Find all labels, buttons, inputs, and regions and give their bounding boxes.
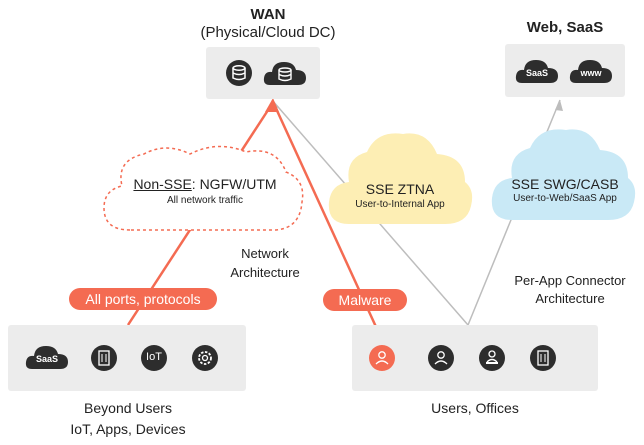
beyond-users-line1: Beyond Users (84, 400, 172, 416)
user-icon (428, 345, 454, 371)
office-building-icon (530, 345, 556, 371)
laptop-user-icon (479, 345, 505, 371)
saas-cloud-label: SaaS (525, 68, 549, 78)
non-sse-title: Non-SSE: NGFW/UTM (115, 176, 295, 192)
non-sse-suffix: : NGFW/UTM (191, 176, 277, 192)
www-cloud-icon: www (568, 56, 614, 91)
perapp-web-arrow (555, 100, 563, 111)
wan-box (206, 47, 320, 99)
user-icon-highlighted (369, 345, 395, 371)
saas-cloud-icon: SaaS (24, 342, 70, 377)
gear-icon (192, 345, 218, 371)
wan-title: WAN (250, 6, 286, 23)
sse-swg-cloud-shape (491, 129, 636, 220)
wan-inbound-arrow (265, 98, 279, 112)
network-arch-line1: Network (241, 246, 289, 261)
web-title: Web, SaaS (526, 19, 604, 36)
sse-ztna-title: SSE ZTNA (365, 181, 435, 197)
iot-icon: IoT (141, 345, 167, 371)
web-box: SaaS www (505, 44, 625, 97)
sse-ztna-subtitle: User-to-Internal App (355, 199, 445, 210)
beyond-users-line2: IoT, Apps, Devices (70, 421, 186, 437)
non-sse-prefix: Non-SSE (133, 176, 192, 192)
non-sse-subtitle: All network traffic (167, 195, 243, 206)
perapp-arch-line2: Architecture (535, 291, 605, 306)
users-offices-label: Users, Offices (431, 400, 519, 416)
wan-subtitle: (Physical/Cloud DC) (200, 24, 336, 41)
all-ports-pill: All ports, protocols (69, 288, 217, 310)
perapp-arch-line1: Per-App Connector (514, 273, 626, 288)
malware-pill: Malware (323, 289, 407, 311)
iot-label: IoT (146, 351, 162, 363)
saas-cloud-icon: SaaS (514, 56, 560, 91)
network-arch-line2: Architecture (230, 265, 300, 280)
www-cloud-label: www (580, 68, 602, 78)
sse-swg-title: SSE SWG/CASB (511, 176, 619, 192)
database-icon (226, 60, 252, 86)
users-offices-box (352, 325, 598, 391)
cloud-database-icon (262, 57, 308, 94)
saas-label: SaaS (35, 354, 59, 364)
beyond-users-box: SaaS IoT (8, 325, 246, 391)
building-icon (91, 345, 117, 371)
sse-ztna-cloud-shape (328, 133, 473, 224)
sse-swg-subtitle: User-to-Web/SaaS App (513, 193, 617, 204)
non-sse-cloud-shape (103, 145, 304, 231)
